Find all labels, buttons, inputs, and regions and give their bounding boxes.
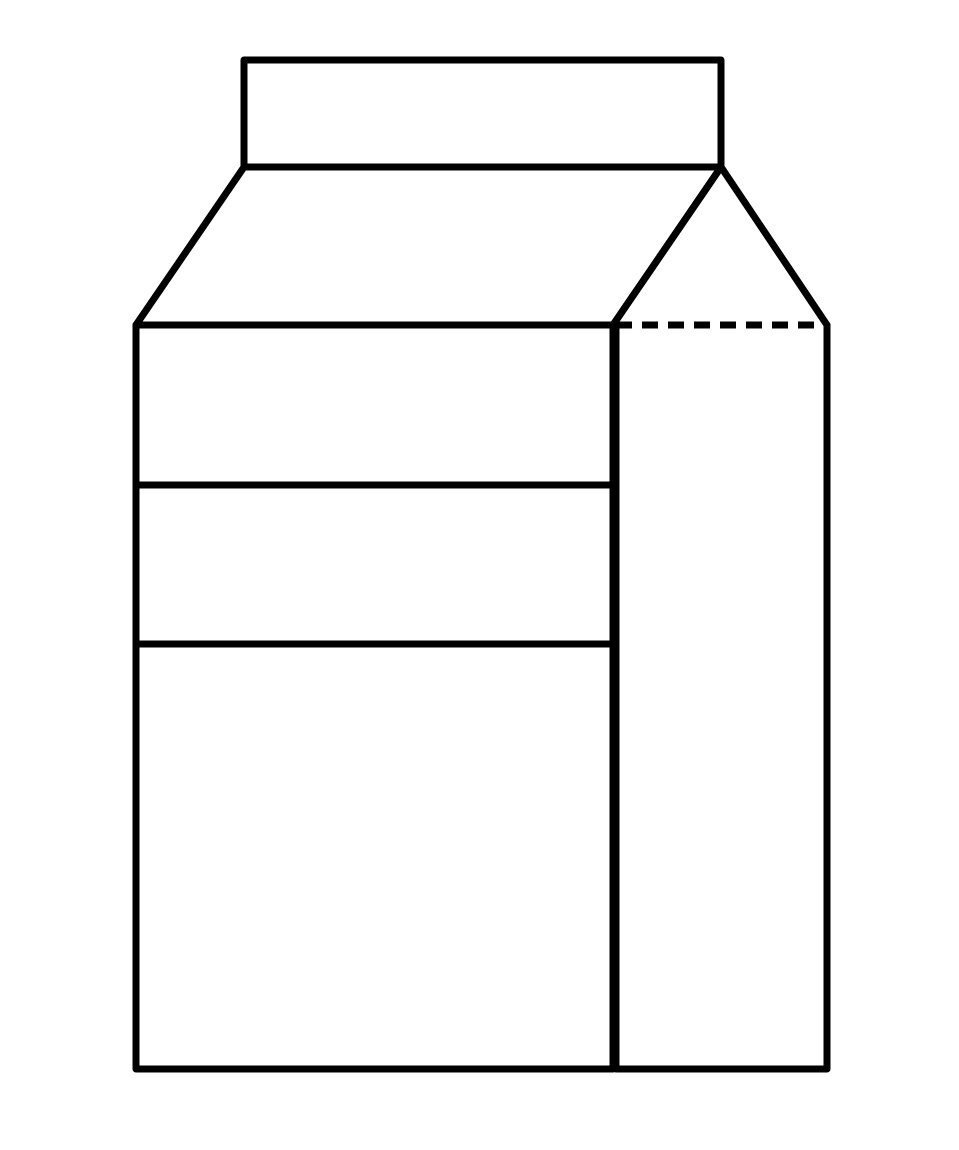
carton-side-panel	[612, 321, 831, 1073]
carton-cap	[240, 56, 725, 171]
carton-front-panel	[132, 321, 617, 1073]
carton-side-roof	[609, 163, 831, 329]
